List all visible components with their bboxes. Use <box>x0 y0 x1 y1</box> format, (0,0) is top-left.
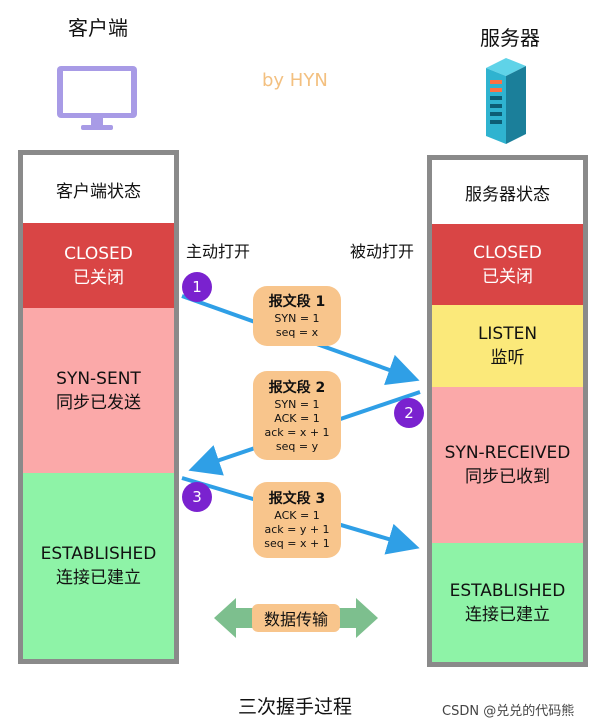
step-badge-3: 3 <box>182 482 212 512</box>
segment-1-box: 报文段 1 SYN = 1 seq = x <box>253 286 341 346</box>
state-cn: 同步已收到 <box>465 467 550 487</box>
state-cn: 已关闭 <box>482 266 533 287</box>
active-open-label: 主动打开 <box>186 242 251 261</box>
state-cn: 同步已发送 <box>56 392 141 413</box>
client-state-established: ESTABLISHED 连接已建立 <box>23 473 174 659</box>
state-cn: 连接已建立 <box>56 568 141 588</box>
server-state-syn-received: SYN-RECEIVED 同步已收到 <box>432 387 583 543</box>
state-cn: 连接已建立 <box>465 604 550 625</box>
state-name: SYN-SENT <box>56 368 141 389</box>
segment-2-box: 报文段 2 SYN = 1 ACK = 1 ack = x + 1 seq = … <box>253 371 341 460</box>
client-state-column: 客户端状态 CLOSED 已关闭 SYN-SENT 同步已发送 ESTABLIS… <box>18 150 179 664</box>
client-state-closed: CLOSED 已关闭 <box>23 223 174 308</box>
server-title: 服务器 <box>480 26 540 50</box>
segment-field: SYN = 1 <box>274 312 320 325</box>
monitor-icon <box>57 66 137 130</box>
segment-title: 报文段 3 <box>268 491 326 507</box>
state-cn: 监听 <box>490 348 525 368</box>
state-name: SYN-RECEIVED <box>444 443 571 463</box>
data-transfer-label: 数据传输 <box>252 604 340 632</box>
state-name: ESTABLISHED <box>40 544 157 564</box>
diagram-caption: 三次握手过程 <box>238 696 353 718</box>
server-state-listen: LISTEN 监听 <box>432 305 583 387</box>
segment-field: seq = y <box>275 439 319 453</box>
segment-field: ack = x + 1 <box>264 425 330 439</box>
server-rack-icon <box>486 58 526 144</box>
state-cn: 已关闭 <box>73 267 124 288</box>
state-name: CLOSED <box>473 242 542 263</box>
client-state-syn-sent: SYN-SENT 同步已发送 <box>23 308 174 473</box>
server-state-header: 服务器状态 <box>465 184 550 205</box>
client-title: 客户端 <box>68 16 128 40</box>
state-name: LISTEN <box>477 324 538 344</box>
credit-text: CSDN @兑兑的代码熊 <box>442 704 575 719</box>
step-badge-2: 2 <box>394 398 424 428</box>
segment-title: 报文段 1 <box>268 294 326 310</box>
segment-field: seq = x <box>275 326 319 339</box>
state-name: CLOSED <box>64 243 133 264</box>
server-state-column: 服务器状态 CLOSED 已关闭 LISTEN 监听 SYN-RECEIVED … <box>427 155 588 667</box>
segment-field: ACK = 1 <box>274 411 320 425</box>
server-state-closed: CLOSED 已关闭 <box>432 224 583 305</box>
segment-field: ack = y + 1 <box>264 523 330 536</box>
segment-field: SYN = 1 <box>274 397 320 411</box>
step-badge-1: 1 <box>182 272 212 302</box>
watermark: by HYN <box>262 70 328 91</box>
segment-field: ACK = 1 <box>274 509 320 522</box>
state-name: ESTABLISHED <box>449 580 566 601</box>
segment-field: seq = x + 1 <box>264 537 330 550</box>
segment-title: 报文段 2 <box>268 379 326 396</box>
segment-3-box: 报文段 3 ACK = 1 ack = y + 1 seq = x + 1 <box>253 482 341 558</box>
passive-open-label: 被动打开 <box>350 242 415 261</box>
client-state-header: 客户端状态 <box>56 181 141 202</box>
server-state-established: ESTABLISHED 连接已建立 <box>432 543 583 662</box>
